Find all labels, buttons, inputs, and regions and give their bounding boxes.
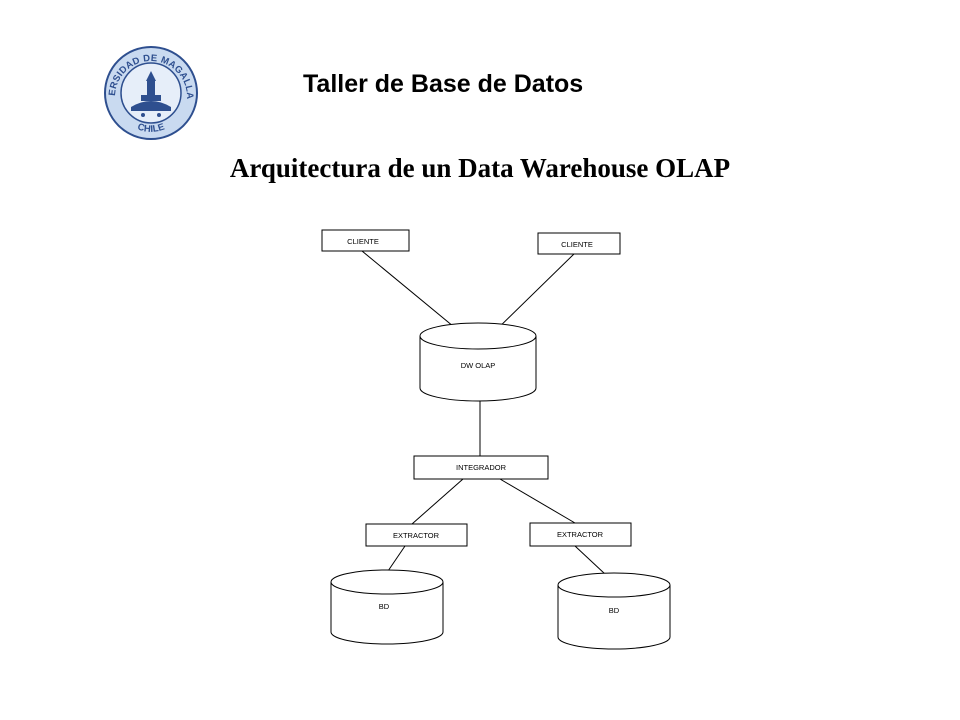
bd-left-label: BD [379,602,390,611]
extractor-left-box [365,523,468,547]
bd-right-cylinder [557,572,671,650]
cliente-right-box [537,232,621,255]
connector-cliente-left-dw [361,250,466,337]
dw-olap-cylinder [419,322,537,402]
extractor-right-label: EXTRACTOR [557,530,604,539]
connector-extractor-right-bd [574,545,606,575]
connector-integrador-extractor-right [499,478,576,524]
connector-extractor-left-bd [387,545,406,572]
bd-left-cylinder [330,569,444,645]
bd-right-label: BD [609,606,620,615]
connector-cliente-right-dw [489,252,576,337]
cliente-right-label: CLIENTE [561,240,593,249]
connector-integrador-extractor-left [411,478,464,525]
extractor-right-box [529,522,632,547]
dw-olap-label: DW OLAP [461,361,496,370]
integrador-label: INTEGRADOR [456,463,507,472]
slide-title: Arquitectura de un Data Warehouse OLAP [229,153,731,183]
cliente-left-box [321,229,410,252]
header-title: Taller de Base de Datos [303,70,584,98]
extractor-left-label: EXTRACTOR [393,531,440,540]
university-seal-logo: UNIVERSIDAD DE MAGALLANES CHILE [103,45,198,140]
cliente-left-label: CLIENTE [347,237,379,246]
seal-figure-icon [131,71,171,117]
integrador-box [413,455,549,480]
